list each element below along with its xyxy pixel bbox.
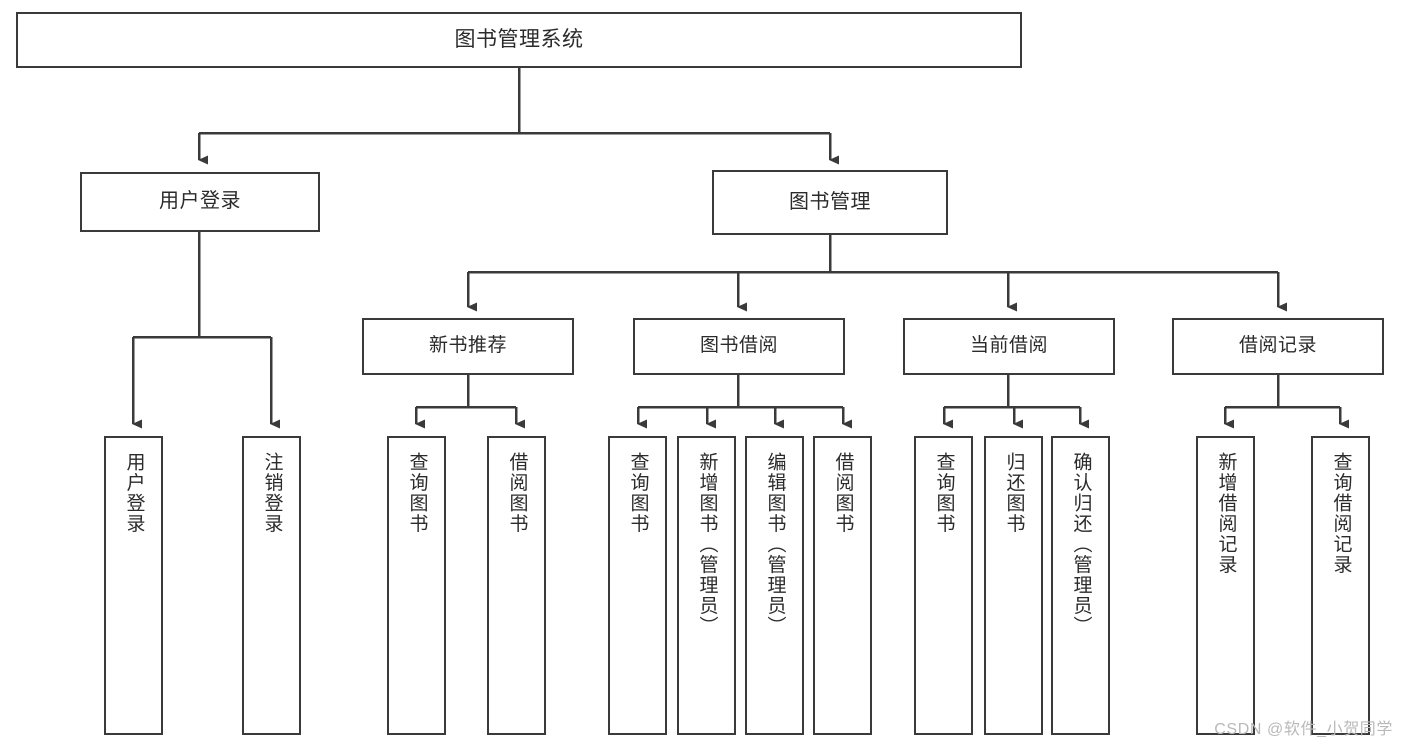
node-user-login-label: 用户登录 <box>159 190 241 213</box>
node-leaf-borrow-book-1[interactable]: 借阅图书 <box>487 436 546 735</box>
node-leaf-query-book-2-label: 查询图书 <box>627 452 649 534</box>
node-leaf-add-book-label: 新增图书（管理员） <box>696 452 718 637</box>
node-leaf-user-login[interactable]: 用户登录 <box>104 436 163 735</box>
node-leaf-borrow-book-1-label: 借阅图书 <box>506 452 528 534</box>
node-leaf-edit-book-label: 编辑图书（管理员） <box>764 452 786 637</box>
node-book-management-label: 图书管理 <box>789 190 871 213</box>
node-leaf-query-record-label: 查询借阅记录 <box>1330 452 1352 575</box>
node-leaf-query-book-1-label: 查询图书 <box>406 452 428 534</box>
node-root-label: 图书管理系统 <box>454 27 584 51</box>
node-leaf-add-record[interactable]: 新增借阅记录 <box>1196 436 1255 735</box>
node-user-login[interactable]: 用户登录 <box>80 172 320 232</box>
node-leaf-query-record[interactable]: 查询借阅记录 <box>1311 436 1370 735</box>
node-current-borrow-label: 当前借阅 <box>969 335 1048 357</box>
node-book-management[interactable]: 图书管理 <box>712 170 948 235</box>
node-leaf-confirm-return-label: 确认归还（管理员） <box>1070 452 1092 637</box>
node-leaf-user-login-label: 用户登录 <box>123 452 145 534</box>
node-new-book-recommend[interactable]: 新书推荐 <box>362 318 574 375</box>
node-leaf-return-book[interactable]: 归还图书 <box>984 436 1043 735</box>
node-leaf-user-logout-label: 注销登录 <box>261 452 283 534</box>
node-book-borrow[interactable]: 图书借阅 <box>633 318 845 375</box>
node-leaf-query-book-3-label: 查询图书 <box>933 452 955 534</box>
node-new-book-recommend-label: 新书推荐 <box>428 335 507 357</box>
node-leaf-add-book[interactable]: 新增图书（管理员） <box>677 436 736 735</box>
node-leaf-query-book-2[interactable]: 查询图书 <box>608 436 667 735</box>
node-leaf-borrow-book-2[interactable]: 借阅图书 <box>813 436 872 735</box>
node-leaf-query-book-3[interactable]: 查询图书 <box>914 436 973 735</box>
node-book-borrow-label: 图书借阅 <box>699 335 778 357</box>
node-root[interactable]: 图书管理系统 <box>16 12 1022 68</box>
node-leaf-borrow-book-2-label: 借阅图书 <box>832 452 854 534</box>
node-leaf-return-book-label: 归还图书 <box>1003 452 1025 534</box>
node-current-borrow[interactable]: 当前借阅 <box>903 318 1115 375</box>
node-leaf-query-book-1[interactable]: 查询图书 <box>387 436 446 735</box>
node-leaf-add-record-label: 新增借阅记录 <box>1215 452 1237 575</box>
node-borrow-record[interactable]: 借阅记录 <box>1172 318 1384 375</box>
node-leaf-user-logout[interactable]: 注销登录 <box>242 436 301 735</box>
node-leaf-confirm-return[interactable]: 确认归还（管理员） <box>1051 436 1110 735</box>
node-borrow-record-label: 借阅记录 <box>1238 335 1317 357</box>
node-leaf-edit-book[interactable]: 编辑图书（管理员） <box>745 436 804 735</box>
